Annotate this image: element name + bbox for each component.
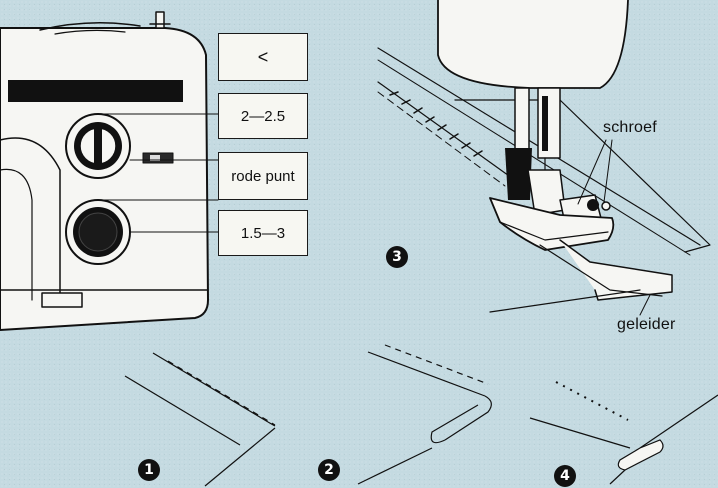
stitch-symbol-box: <	[218, 33, 308, 81]
fabric-step-4-illustration	[529, 381, 718, 485]
step-4-badge: 4	[554, 465, 576, 487]
stitch-width-box: 1.5—3	[218, 210, 308, 256]
fabric-step-1-illustration	[124, 352, 276, 487]
stitch-length-box: 2—2.5	[218, 93, 308, 139]
step-2-badge: 2	[318, 459, 340, 481]
fabric-step-2-illustration	[357, 344, 492, 485]
sewing-machine-illustration	[0, 11, 219, 331]
step-3-badge: 3	[386, 246, 408, 268]
presser-foot-illustration	[377, 0, 711, 316]
step-1-badge: 1	[138, 459, 160, 481]
screw-label: schroef	[603, 119, 657, 136]
guide-label: geleider	[617, 316, 676, 333]
red-dot-marker-box: rode punt	[218, 152, 308, 200]
